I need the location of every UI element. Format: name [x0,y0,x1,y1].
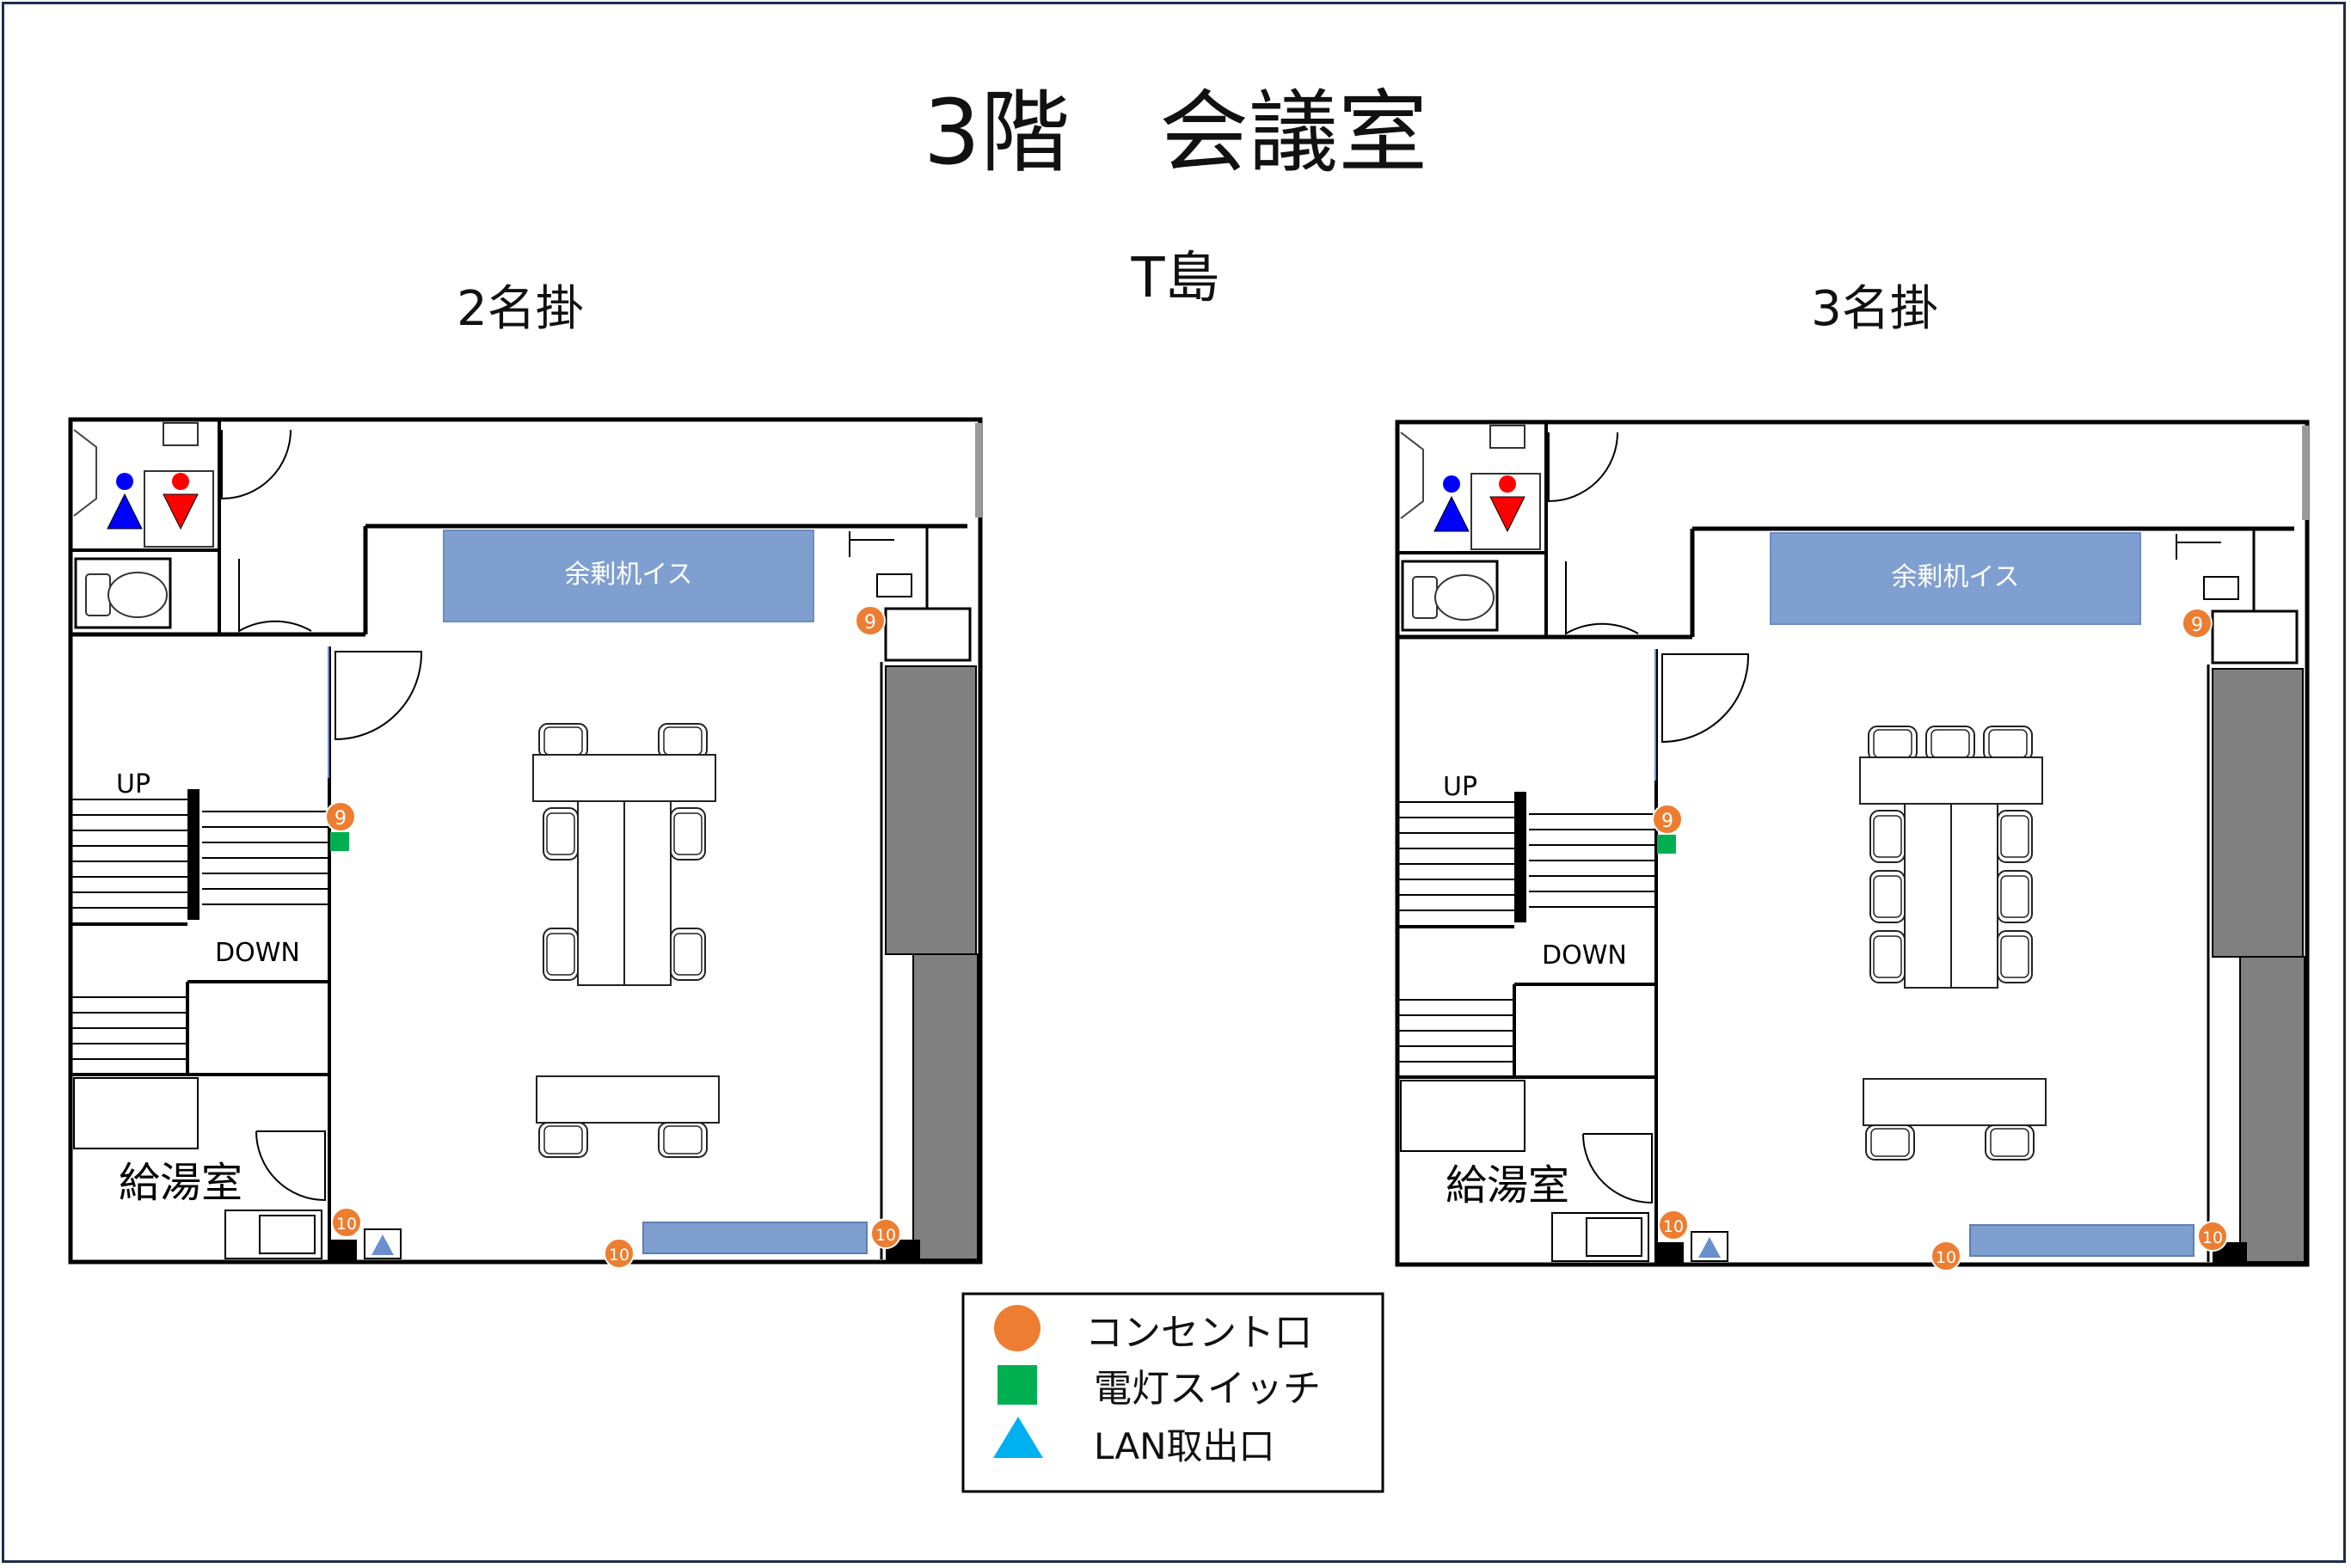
side-table [1863,1078,2047,1161]
t-island-table [1859,726,2043,989]
outlet-number: 10 [609,1246,629,1265]
spare-desk-label: 余剰机イス [564,560,692,590]
outlet-icon: 9 [2182,608,2213,639]
floor-plan-2-seat: 2名掛 [68,281,983,1269]
outlet-icon: 9 [855,605,886,636]
women-restroom-icon [1470,473,1541,550]
spare-desk-area [1770,532,2141,625]
women-restroom-icon [144,470,214,548]
stairs-up-label: UP [1443,772,1477,802]
light-switch-icon [1657,835,1676,854]
outer-wall [68,417,983,1265]
legend-label: コンセント口 [1085,1311,1312,1355]
floor-plan-3-seat: 3名掛 [1395,281,2310,1271]
legend-label: 電灯スイッチ [1094,1367,1321,1411]
men-restroom-icon [1433,475,1470,532]
outlet-number: 9 [2191,615,2203,636]
outlet-number: 10 [1936,1248,1956,1267]
page-title: 3階 会議室 [924,80,1427,185]
bench [642,1222,868,1254]
plan-heading: 3名掛 [1811,281,1938,337]
wall-panel [2212,668,2304,958]
spare-desk-label: 余剰机イス [1891,562,2019,592]
wall-panel [885,665,977,955]
outlet-icon: 10 [1931,1240,1961,1271]
side-table [536,1075,720,1158]
legend: コンセント口 電灯スイッチ LAN取出口 [961,1292,1384,1493]
stairs-up-label: UP [116,769,150,799]
meeting-room-door [1661,653,1750,744]
outlet-icon: 10 [870,1218,901,1249]
outer-wall [1395,420,2310,1267]
wall-panel [2239,956,2305,1263]
spare-desk-area [443,530,814,622]
legend-label: LAN取出口 [1094,1425,1275,1467]
outlet-number: 10 [1663,1217,1684,1236]
outlet-icon: 9 [1652,804,1683,835]
stairs-down-label: DOWN [1542,940,1627,971]
lan-port-icon [371,1234,394,1255]
staircase [72,789,328,1060]
page-subtitle: T島 [1130,247,1219,310]
wall-panel [912,953,979,1260]
outlet-icon: 10 [331,1207,362,1238]
outlet-number: 10 [875,1226,896,1245]
outlet-number: 9 [1661,811,1673,832]
plan-heading: 2名掛 [457,281,584,337]
kitchen-label: 給湯室 [119,1159,242,1207]
light-switch-icon [330,832,349,851]
outlet-legend-icon [994,1305,1040,1351]
outlet-icon: 10 [604,1238,635,1269]
outlet-number: 9 [335,808,347,830]
toilet-icon [1401,560,1499,632]
light-switch-legend-icon [997,1365,1037,1405]
t-island-table [532,723,716,986]
outlet-icon: 9 [325,801,356,832]
outlet-number: 9 [864,612,876,634]
outlet-icon: 10 [1658,1210,1689,1240]
outlet-icon: 10 [2197,1221,2228,1252]
outlet-number: 10 [2202,1228,2223,1247]
bench [1969,1224,2194,1257]
outlet-number: 10 [336,1215,357,1234]
men-restroom-icon [107,473,143,530]
lan-legend-icon [993,1417,1043,1458]
toilet-icon [74,557,172,629]
lan-port-icon [1698,1237,1721,1258]
meeting-room-door [335,651,423,741]
kitchen-label: 給湯室 [1446,1161,1569,1210]
staircase [1399,792,1654,1063]
stairs-down-label: DOWN [215,938,300,968]
